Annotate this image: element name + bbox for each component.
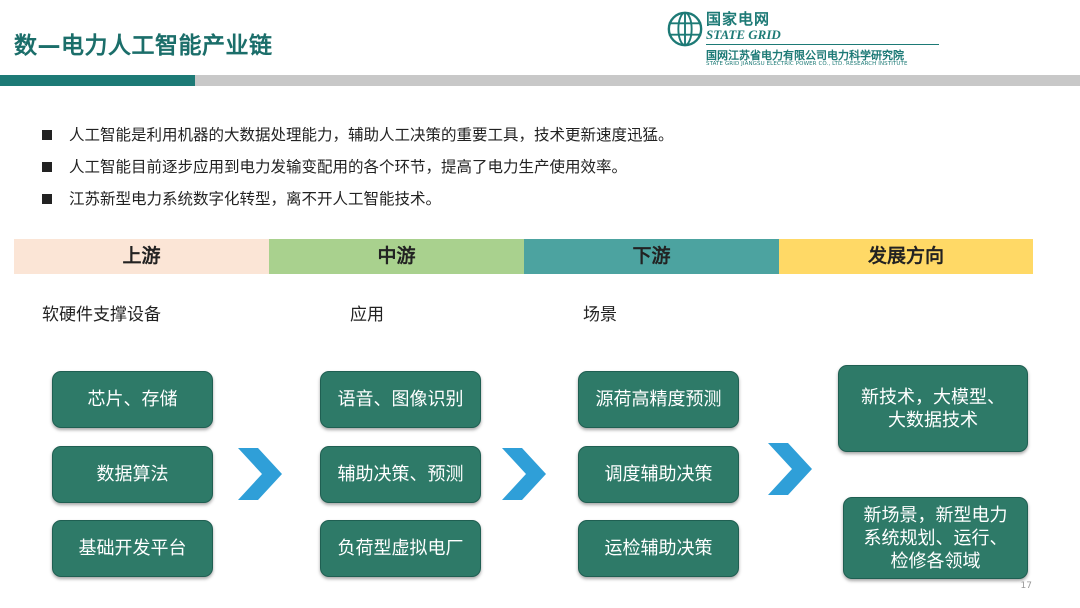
chevron-right-icon <box>502 448 546 500</box>
bullet-item: 人工智能目前逐步应用到电力发输变配用的各个环节，提高了电力生产使用效率。 <box>42 156 1042 188</box>
header-direction: 发展方向 <box>779 239 1033 274</box>
bullet-item: 江苏新型电力系统数字化转型，离不开人工智能技术。 <box>42 188 1042 220</box>
header-upstream: 上游 <box>14 239 269 274</box>
upstream-box: 数据算法 <box>52 446 213 503</box>
logo-english-name: STATE GRID <box>706 27 781 42</box>
downstream-box: 源荷高精度预测 <box>578 371 739 428</box>
bullet-square-icon <box>42 162 52 172</box>
midstream-box: 辅助决策、预测 <box>320 446 481 503</box>
page-number: 17 <box>1020 581 1032 591</box>
upstream-box: 基础开发平台 <box>52 520 213 577</box>
chevron-right-icon <box>238 448 282 500</box>
upstream-box: 芯片、存储 <box>52 371 213 428</box>
title-underline-bar <box>195 75 1080 86</box>
subheading-upstream: 软硬件支撑设备 <box>42 305 161 325</box>
logo-organization: 国网江苏省电力有限公司电力科学研究院 <box>706 49 904 62</box>
header-midstream: 中游 <box>269 239 524 274</box>
globe-icon <box>667 11 703 47</box>
midstream-box: 负荷型虚拟电厂 <box>320 520 481 577</box>
title-underline-accent <box>0 75 195 86</box>
bullet-square-icon <box>42 194 52 204</box>
downstream-box: 调度辅助决策 <box>578 446 739 503</box>
logo-divider <box>706 44 939 45</box>
logo-chinese-name: 国家电网 <box>706 10 771 28</box>
page-title: 数—电力人工智能产业链 <box>14 33 273 59</box>
header-downstream: 下游 <box>524 239 779 274</box>
bullet-list: 人工智能是利用机器的大数据处理能力，辅助人工决策的重要工具，技术更新速度迅猛。 … <box>42 124 1042 220</box>
midstream-box: 语音、图像识别 <box>320 371 481 428</box>
direction-box: 新场景，新型电力系统规划、运行、检修各领域 <box>843 497 1028 579</box>
logo-organization-english: STATE GRID JIANGSU ELECTRIC POWER CO., L… <box>706 61 908 67</box>
chevron-right-icon <box>768 443 812 495</box>
subheading-downstream: 场景 <box>583 305 617 325</box>
bullet-item: 人工智能是利用机器的大数据处理能力，辅助人工决策的重要工具，技术更新速度迅猛。 <box>42 124 1042 156</box>
downstream-box: 运检辅助决策 <box>578 520 739 577</box>
subheading-midstream: 应用 <box>350 305 384 325</box>
direction-box: 新技术，大模型、大数据技术 <box>838 365 1028 452</box>
bullet-square-icon <box>42 130 52 140</box>
state-grid-logo: 国家电网 STATE GRID 国网江苏省电力有限公司电力科学研究院 STATE… <box>666 8 956 70</box>
